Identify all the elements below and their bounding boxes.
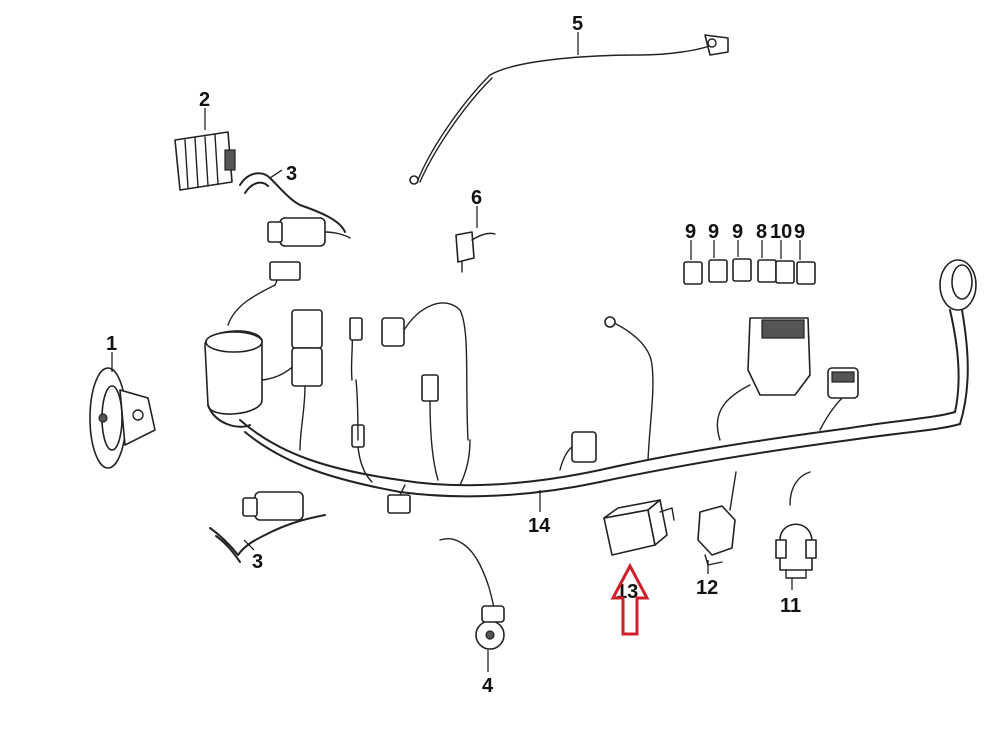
callout-labels: 1 2 3 3 4 5 6 9 9 9 8 10 9 11 12 13 14 [106,13,805,697]
callout-8: 8 [756,221,767,243]
callout-9-b: 9 [708,221,719,243]
callout-14: 14 [528,515,551,537]
callout-5: 5 [572,13,583,35]
part-2-regulator [174,131,236,191]
part-3-ignition-coil-upper [239,172,351,247]
part-6-sensor-plug [455,231,496,273]
callout-3-upper: 3 [286,163,297,185]
callout-9-d: 9 [794,221,805,243]
callout-11: 11 [780,595,801,617]
callout-6: 6 [471,187,482,209]
part-4-sensor [439,538,505,650]
callout-1: 1 [106,333,117,355]
part-3-ignition-coil-lower [209,491,326,563]
part-11-socket [775,471,817,579]
callout-9-a: 9 [685,221,696,243]
callout-9-c: 9 [732,221,743,243]
part-12-relay [697,471,737,566]
callout-4: 4 [482,675,494,697]
callout-10: 10 [770,221,792,243]
parts-8-9-10-relays [683,258,816,285]
part-13-relay [603,499,675,556]
callout-2: 2 [199,89,210,111]
callout-12: 12 [696,577,718,599]
part-5-ground-cable [409,34,729,185]
highlight-up-arrow-icon [610,562,650,636]
leader-lines [111,32,801,672]
main-wiring-harness [204,259,977,514]
callout-3-lower: 3 [252,551,263,573]
part-1-horn [89,367,156,469]
